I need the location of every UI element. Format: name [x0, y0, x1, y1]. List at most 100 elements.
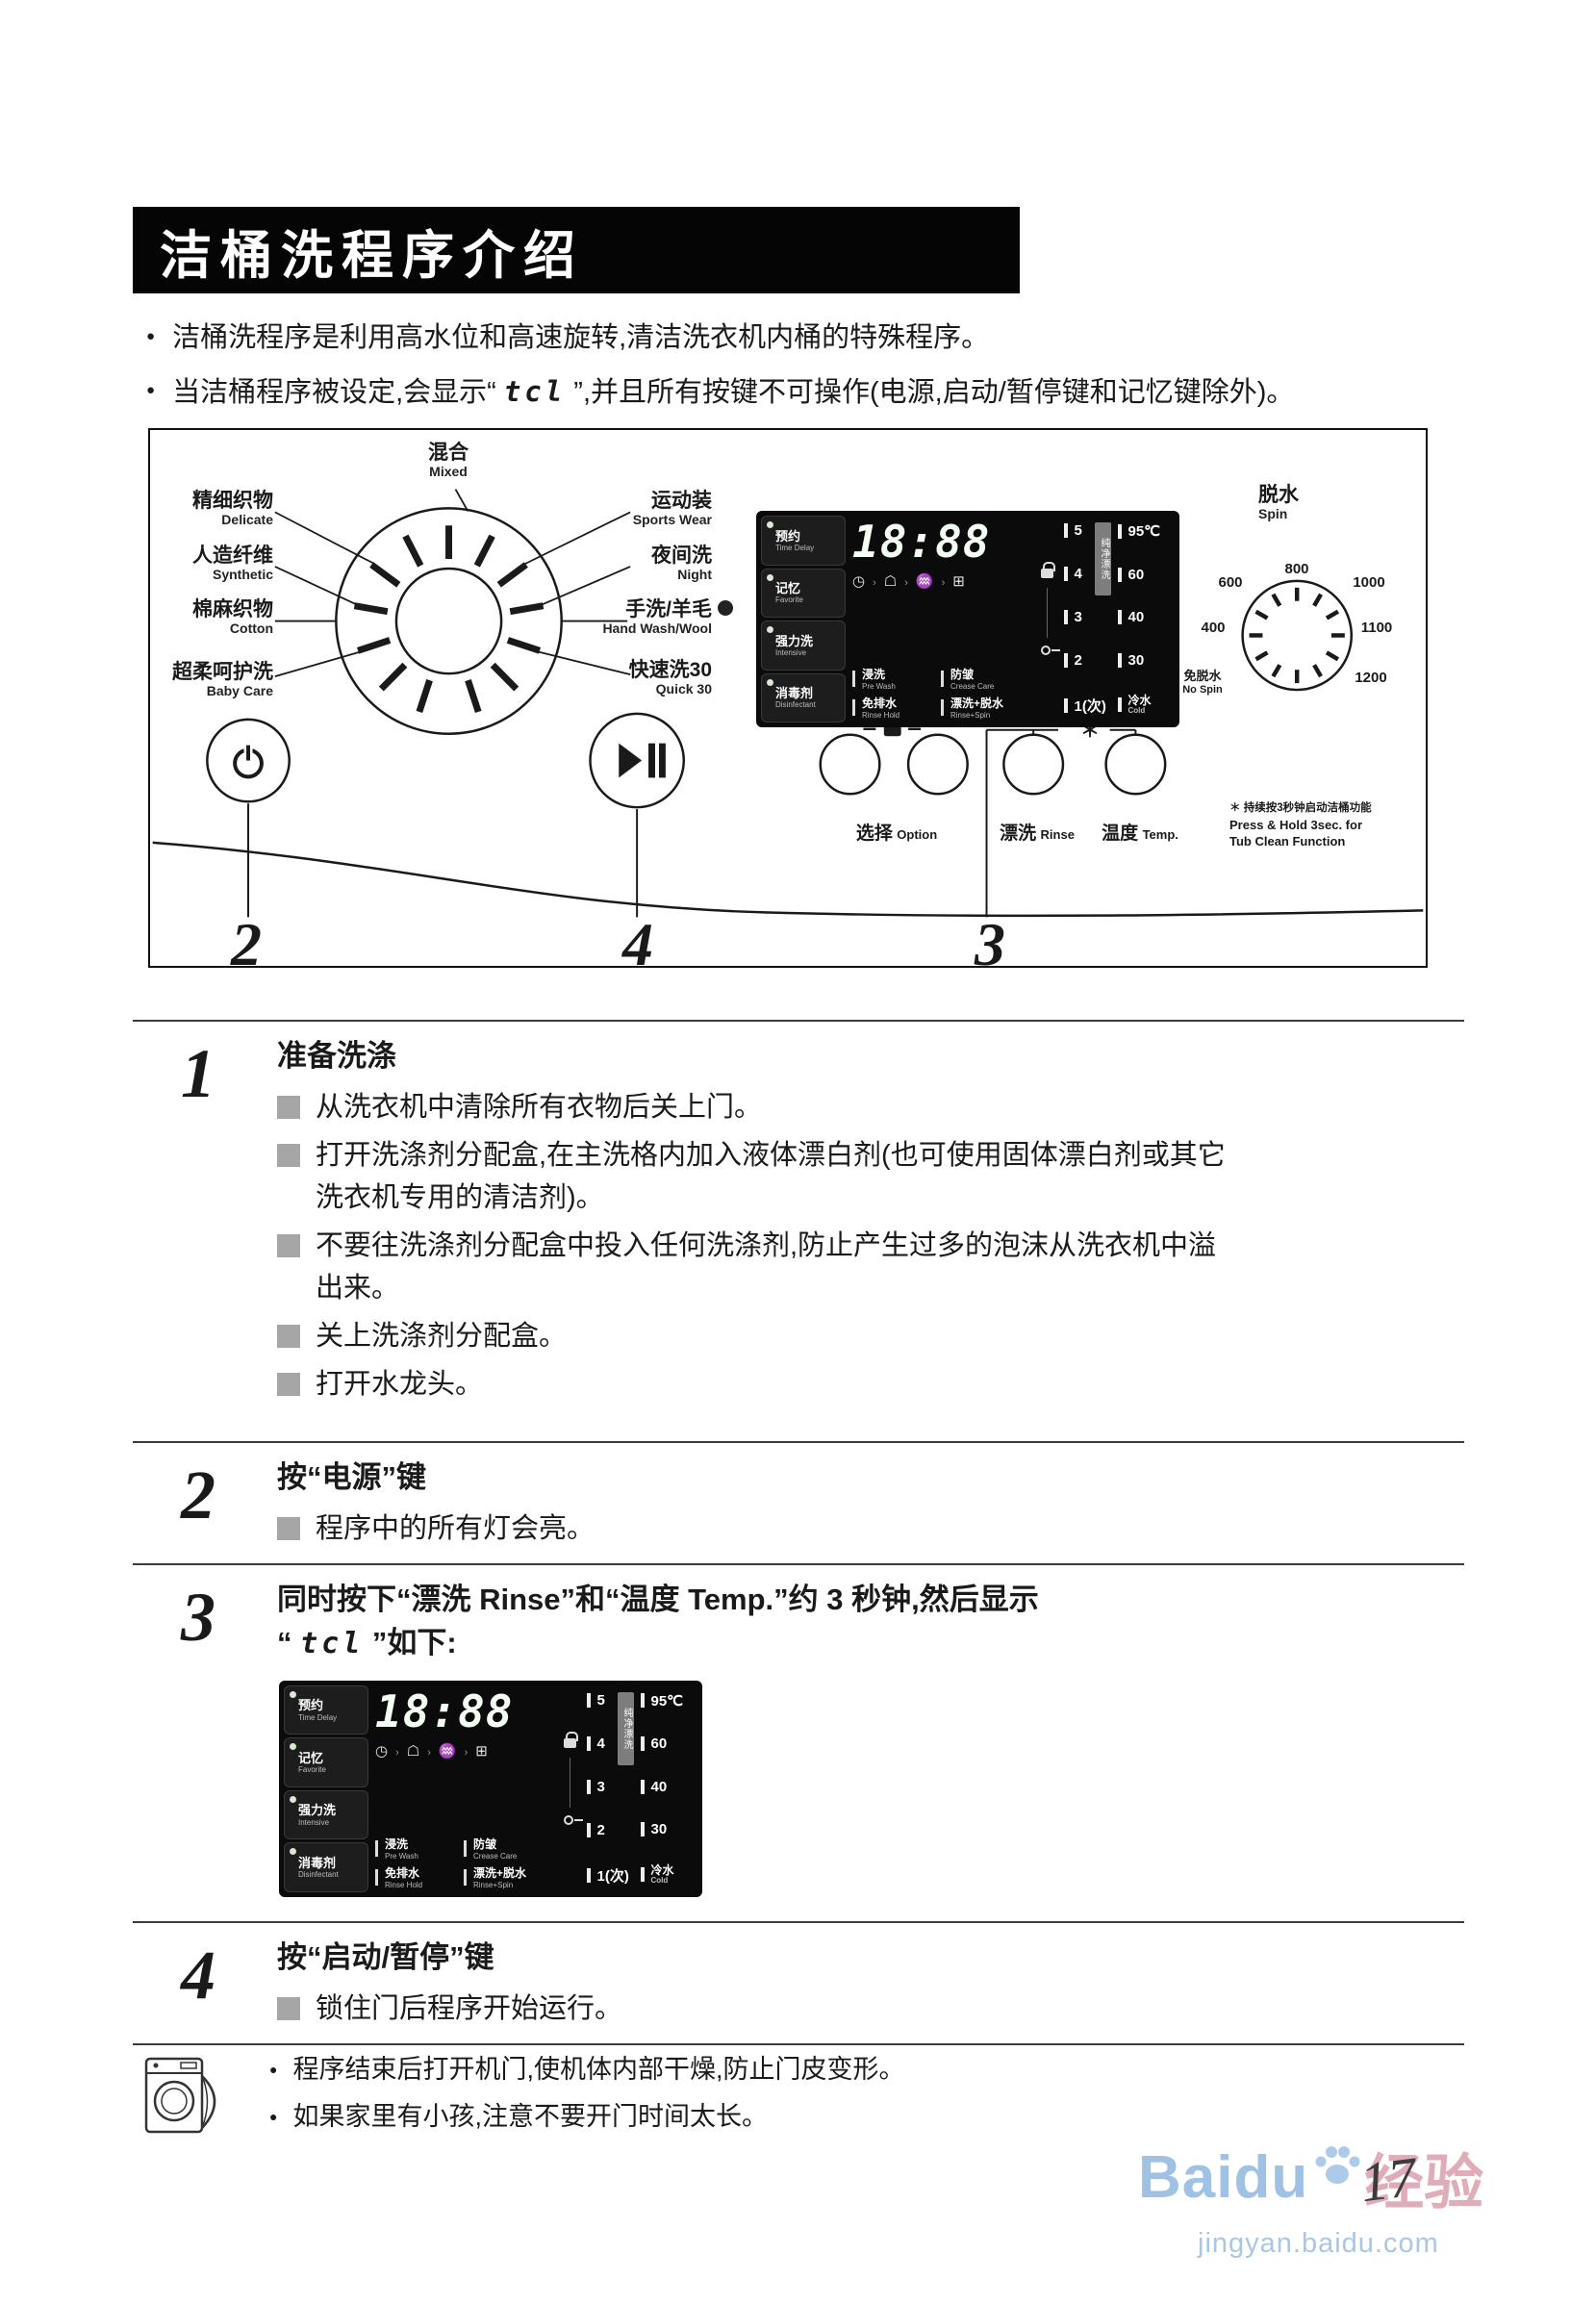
option-button-label: 选择 Option: [855, 823, 938, 844]
display-panel: 预约 Time Delay 记忆 Favorite 强力洗 Intensive …: [756, 511, 1179, 727]
page-title-text: 洁桶洗程序介绍: [160, 226, 584, 285]
panel-main-area: 18:88 ◷ ☖ ♒ ⊞ 浸洗 Pre Wash: [375, 1686, 560, 1891]
temp-button: [1104, 733, 1167, 796]
rinse-hold-indicator: 免排水 Rinse Hold: [852, 697, 941, 720]
dial-label-sports-wear: 运动装 Sports Wear: [632, 490, 712, 527]
indicator-dot: [290, 1743, 296, 1751]
key-icon: [1041, 646, 1060, 655]
rinse-level: 2: [587, 1822, 629, 1838]
play-pause-icon: [619, 743, 666, 778]
temp-level: 30: [1118, 652, 1176, 669]
step-title: 准备洗涤: [277, 1039, 396, 1073]
note-item: 如果家里有小孩,注意不要开门时间太长。: [269, 2098, 904, 2136]
panel-side-buttons: 预约 Time Delay 记忆 Favorite 强力洗 Intensive …: [761, 516, 846, 722]
square-bullet-icon: [277, 1516, 300, 1540]
favorite-button: 记忆 Favorite: [761, 568, 846, 618]
intro-list: 洁桶洗程序是利用高水位和高速旋转,清洁洗衣机内桶的特殊程序。 当洁桶程序被设定,…: [146, 317, 1493, 425]
jingyan-logo-text: 经验: [1364, 2150, 1484, 2216]
dial-label-cotton: 棉麻织物 Cotton: [192, 598, 273, 636]
intensive-button: 强力洗 Intensive: [284, 1789, 368, 1840]
power-button: [206, 718, 291, 803]
wool-icon: [718, 600, 733, 616]
spin-speed-1100: 1100: [1360, 620, 1393, 636]
time-icon: ◷: [375, 1742, 407, 1760]
rinse-level: 5: [1064, 522, 1106, 539]
dial-label-hand-wash-wool: 手洗/羊毛 Hand Wash/Wool: [602, 598, 712, 636]
wash-icon: ☖: [407, 1742, 439, 1760]
rinse-level: 4: [1064, 566, 1106, 582]
lock-key-column: [1039, 561, 1062, 705]
spin-speed-800: 800: [1284, 561, 1309, 577]
disinfectant-button: 消毒剂 Disinfectant: [284, 1842, 368, 1892]
notes-section: 程序结束后打开机门,使机体内部干燥,防止门皮变形。 如果家里有小孩,注意不要开门…: [140, 2047, 904, 2148]
power-icon: [233, 745, 264, 779]
step-number: 3: [181, 1579, 215, 1657]
step-3: 3 同时按下“漂洗 Rinse”和“温度 Temp.”约 3 秒钟,然后显示 “…: [133, 1563, 1464, 1921]
favorite-button: 记忆 Favorite: [284, 1737, 368, 1787]
rinse-level: 3: [1064, 609, 1106, 625]
option-button-2: [906, 733, 969, 796]
dial-label-quick-30: 快速洗30 Quick 30: [628, 659, 712, 697]
temp-level-cold: 冷水 Cold: [1118, 694, 1176, 716]
square-bullet-icon: [277, 1373, 300, 1397]
process-icon-row: ◷ ☖ ♒ ⊞: [852, 572, 1037, 590]
wash-icon: ☖: [884, 572, 916, 590]
rinse-level: 1(次): [1064, 696, 1106, 716]
spin-section-label: 脱水 Spin: [1258, 484, 1299, 521]
panel-side-buttons: 预约 Time Delay 记忆 Favorite 强力洗 Intensive: [284, 1684, 368, 1892]
time-icon: ◷: [852, 572, 884, 590]
control-panel-diagram: 混合 Mixed 精细织物 Delicate 人造纤维 Synthetic 棉麻…: [148, 428, 1428, 978]
step-title: 同时按下“漂洗 Rinse”和“温度 Temp.”约 3 秒钟,然后显示 “ t…: [277, 1583, 1039, 1660]
rinse-icon: ♒: [439, 1742, 475, 1760]
temp-level: 30: [641, 1821, 698, 1837]
panel-option-labels: 浸洗 Pre Wash 防皱 Crease Care 免排水 Rinse Hol…: [852, 669, 1037, 720]
prewash-indicator: 浸洗 Pre Wash: [852, 669, 941, 691]
square-bullet-icon: [277, 1144, 300, 1168]
rinse-button-label: 漂洗 Rinse: [1000, 823, 1075, 844]
step-instruction: 从洗衣机中清除所有衣物后关上门。: [277, 1086, 1464, 1128]
process-icon-row: ◷ ☖ ♒ ⊞: [375, 1742, 560, 1760]
rinse-button: [1002, 733, 1065, 796]
lock-icon: [1041, 562, 1055, 578]
intro-bullet-1: 洁桶洗程序是利用高水位和高速旋转,清洁洗衣机内桶的特殊程序。: [146, 317, 1493, 360]
step-instruction: 关上洗涤剂分配盒。: [277, 1315, 1464, 1357]
spin-speed-1000: 1000: [1353, 574, 1385, 591]
display-panel-step3: 预约 Time Delay 记忆 Favorite 强力洗 Intensive: [279, 1680, 702, 1897]
key-icon: [564, 1814, 583, 1825]
temp-level-cold: 冷水 Cold: [641, 1863, 698, 1886]
diagram-artwork: [152, 489, 1424, 918]
indicator-dot: [767, 678, 773, 686]
indicator-dot: [767, 521, 773, 528]
rinse-level: 1(次): [587, 1865, 629, 1886]
rinse-level: 3: [587, 1779, 629, 1795]
indicator-dot: [290, 1848, 296, 1856]
tcl-display-code: tcl: [300, 1626, 365, 1660]
baidu-logo-text: Baidu: [1138, 2143, 1309, 2211]
lock-key-column: [562, 1731, 585, 1875]
temp-level: 40: [1118, 609, 1176, 625]
callout-lines: [247, 728, 1137, 918]
label-connector-lines: [274, 489, 631, 678]
page-number: 17: [1356, 2144, 1420, 2215]
rinse-count-column: 5 4 3 2 1(次): [587, 1686, 629, 1891]
step-title: 按“启动/暂停”键: [277, 1940, 494, 1975]
intensive-button: 强力洗 Intensive: [761, 621, 846, 671]
step-1: 1 准备洗涤 从洗衣机中清除所有衣物后关上门。 打开洗涤剂分配盒,在主洗格内加入…: [133, 1020, 1464, 1441]
tcl-display-code: tcl: [503, 374, 567, 408]
spin-dial: [1241, 579, 1354, 692]
temp-button-label: 温度 Temp.: [1102, 823, 1178, 844]
callout-number-start: 4: [622, 910, 653, 978]
crease-care-indicator: 防皱 Crease Care: [464, 1837, 560, 1861]
rinse-level: 2: [1064, 652, 1106, 669]
dial-label-synthetic: 人造纤维 Synthetic: [192, 545, 273, 582]
washing-machine-icon: [140, 2047, 229, 2148]
rinse-hold-indicator: 免排水 Rinse Hold: [375, 1866, 464, 1889]
step-2: 2 按“电源”键 程序中的所有灯会亮。: [133, 1441, 1464, 1563]
callout-number-rinse-temp: 3: [975, 910, 1005, 978]
start-pause-button: [589, 712, 686, 809]
step-instruction: 打开水龙头。: [277, 1363, 1464, 1406]
rinse-level: 5: [587, 1692, 629, 1709]
spin-speed-600: 600: [1218, 574, 1243, 591]
steps-section: 1 准备洗涤 从洗衣机中清除所有衣物后关上门。 打开洗涤剂分配盒,在主洗格内加入…: [133, 1020, 1464, 2046]
time-delay-button: 预约 Time Delay: [284, 1684, 368, 1735]
